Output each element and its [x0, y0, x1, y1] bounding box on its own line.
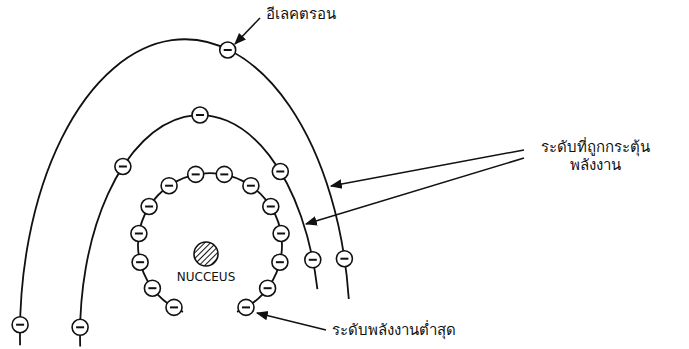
electron-group	[131, 166, 289, 315]
level-label: ระดับพลังงานต่ำสุด	[330, 321, 458, 339]
outer-orbit	[20, 39, 349, 345]
level-label: ระดับที่ถูกกระตุ้น พลังงาน	[528, 138, 662, 174]
inner-orbit	[138, 173, 282, 312]
leader-arrow	[306, 158, 524, 224]
leader-arrow	[331, 150, 524, 186]
leader-arrow	[257, 313, 326, 330]
middle-orbit	[80, 115, 317, 346]
nucleus	[194, 242, 218, 266]
electron-group	[12, 42, 352, 333]
electron-group	[72, 107, 321, 335]
nucleus-label: NUCCEUS	[175, 270, 238, 284]
leader-arrow	[235, 18, 260, 44]
electron-label: อีเลคตรอน	[264, 5, 338, 23]
